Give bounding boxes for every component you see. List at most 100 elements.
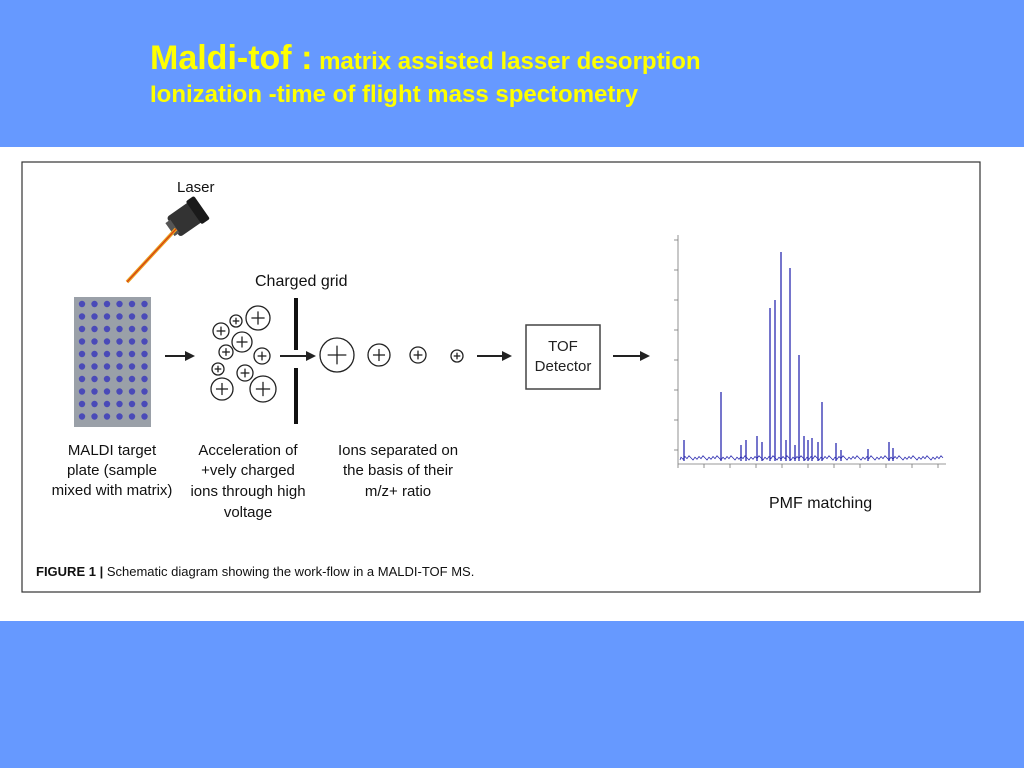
positive-ion: [210, 377, 234, 401]
positive-ion: [245, 305, 271, 331]
plate-well: [103, 413, 111, 420]
plate-well: [78, 300, 86, 308]
plate-caption-line: mixed with matrix): [52, 482, 173, 499]
plate-well: [103, 300, 111, 308]
plate-well: [141, 313, 148, 320]
plate-well: [116, 300, 123, 308]
plate-well: [128, 300, 136, 308]
plate-well: [91, 300, 98, 308]
plate-caption-line: plate (sample: [67, 462, 157, 479]
plate-caption-line: MALDI target: [68, 442, 157, 459]
accel-caption-line: voltage: [224, 504, 272, 521]
plate-well: [141, 400, 148, 408]
positive-ion: [236, 364, 254, 382]
plate-well: [128, 313, 136, 320]
figure-frame: [21, 161, 981, 593]
plate-well: [78, 363, 86, 370]
plate-well: [128, 413, 136, 420]
positive-ion: [367, 343, 391, 367]
separate-caption-line: Ions separated on: [338, 442, 458, 459]
tof-detector-box: [525, 324, 601, 390]
plate-well: [78, 375, 86, 383]
plate-well: [128, 400, 136, 408]
ion-group: [210, 305, 464, 403]
flow-arrow: [165, 351, 195, 361]
plate-well: [141, 338, 148, 345]
plate-well: [103, 363, 111, 370]
plate-well: [128, 325, 136, 333]
separation-caption: Ions separated on the basis of their m/z…: [338, 442, 458, 500]
positive-ion: [218, 344, 234, 360]
plate-well: [78, 350, 86, 358]
plate-well: [128, 338, 136, 345]
caption-label: FIGURE 1 |: [36, 564, 103, 579]
plate-well: [128, 388, 136, 395]
title-line-2: Ionization -time of flight mass spectome…: [150, 81, 639, 108]
spectrum-ticks: [674, 239, 939, 468]
detector-label-1: TOF: [548, 338, 578, 355]
plate-well: [78, 388, 86, 395]
charged-grid-label: Charged grid: [255, 273, 348, 290]
positive-ion: [249, 375, 277, 403]
arrow-head: [502, 351, 512, 361]
plate-well: [141, 388, 148, 395]
plate-well: [141, 300, 148, 308]
title-band: [0, 0, 1024, 147]
plate-well: [116, 388, 123, 395]
positive-ion: [212, 322, 230, 340]
plate-well: [116, 350, 123, 358]
spectrum-baseline: [679, 455, 944, 461]
figure-area: Laser Charged grid TOF Detector: [0, 147, 1024, 621]
plate-well: [78, 400, 86, 408]
positive-ion: [231, 331, 253, 353]
pmf-label: PMF matching: [769, 495, 872, 512]
plate-well: [78, 325, 86, 333]
plate-well: [91, 375, 98, 383]
laser-label: Laser: [177, 179, 215, 196]
plate-well: [78, 313, 86, 320]
plate-body: [74, 297, 151, 427]
positive-ion: [253, 347, 271, 365]
separate-caption-line: the basis of their: [343, 462, 453, 479]
plate-well: [78, 338, 86, 345]
flow-arrow: [477, 351, 512, 361]
plate-well: [103, 338, 111, 345]
plate-well: [116, 313, 123, 320]
plate-well: [103, 325, 111, 333]
plate-well: [91, 313, 98, 320]
arrow-head: [306, 351, 316, 361]
positive-ion: [450, 349, 464, 363]
detector-label-2: Detector: [535, 358, 592, 375]
laser-icon: [125, 196, 210, 284]
plate-well: [91, 400, 98, 408]
plate-well: [141, 363, 148, 370]
plate-well: [91, 363, 98, 370]
accel-caption-line: Acceleration of: [198, 442, 298, 459]
flow-arrow: [613, 351, 650, 361]
plate-well: [91, 338, 98, 345]
plate-well: [128, 363, 136, 370]
maldi-target-plate: [74, 297, 151, 427]
plate-well: [128, 375, 136, 383]
plate-well: [103, 388, 111, 395]
plate-well: [91, 388, 98, 395]
positive-ion: [229, 314, 243, 328]
figure-caption: FIGURE 1 | Schematic diagram showing the…: [36, 564, 474, 579]
plate-well: [141, 325, 148, 333]
plate-wells: [78, 300, 148, 420]
plate-well: [116, 325, 123, 333]
plate-well: [116, 400, 123, 408]
bottom-band: [0, 621, 1024, 768]
slide-title: Maldi-tof : matrix assisted lasser desor…: [150, 38, 701, 110]
spectrum-peaks: [683, 252, 894, 461]
positive-ion: [319, 337, 355, 373]
flow-arrows: [165, 351, 650, 361]
flow-arrow: [280, 351, 316, 361]
mass-spectrum: [674, 235, 946, 468]
plate-well: [116, 363, 123, 370]
plate-well: [103, 350, 111, 358]
plate-well: [141, 413, 148, 420]
plate-well: [103, 375, 111, 383]
plate-well: [91, 325, 98, 333]
acceleration-caption: Acceleration of +vely charged ions throu…: [190, 442, 305, 521]
